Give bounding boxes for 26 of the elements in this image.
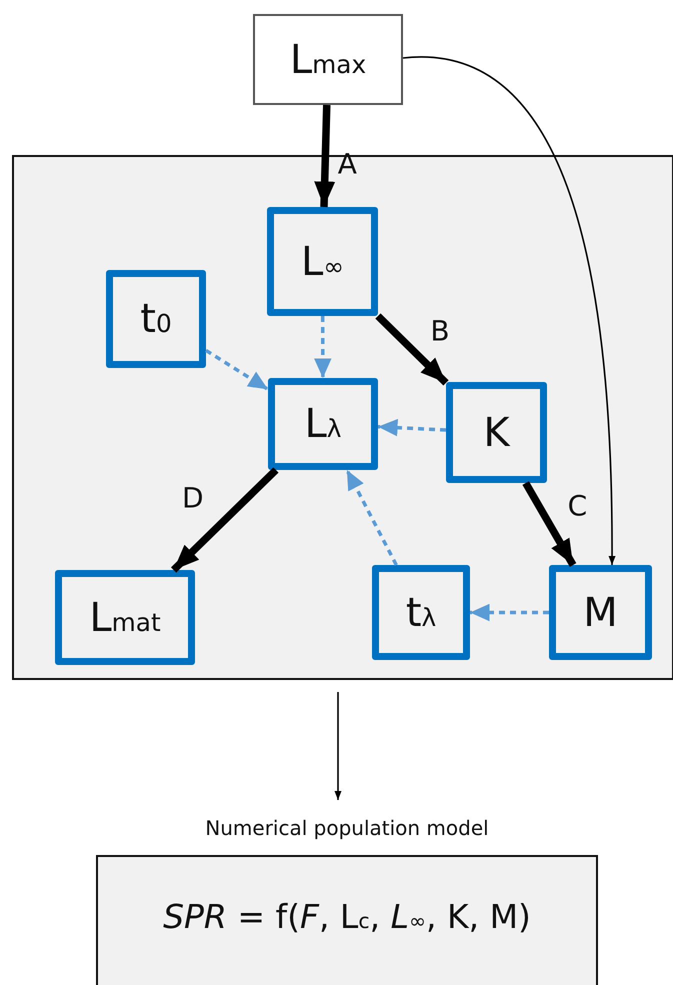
arrow <box>205 348 269 391</box>
parameter-box <box>55 570 195 665</box>
edge-label: D <box>182 482 204 514</box>
arrow <box>334 692 342 800</box>
parameter-box <box>372 565 470 660</box>
arrow <box>522 481 576 567</box>
arrow <box>170 467 279 573</box>
parameter-box <box>268 378 378 470</box>
parameter-box <box>267 207 378 316</box>
variable-label: K <box>483 410 510 456</box>
arrow <box>403 57 616 565</box>
edge-label: B <box>430 314 450 348</box>
arrow <box>470 604 549 622</box>
parameter-box <box>446 382 547 483</box>
model-panel <box>12 155 673 680</box>
arrow <box>314 316 332 378</box>
arrow <box>314 104 336 208</box>
model-heading: Numerical population model <box>205 816 489 840</box>
edge-label: C <box>568 490 588 522</box>
variable-label: M <box>583 590 618 636</box>
parameter-box <box>549 565 652 660</box>
arrow <box>345 469 398 566</box>
variable-box <box>253 14 403 105</box>
parameter-box <box>106 270 206 368</box>
arrow <box>378 418 446 436</box>
arrow <box>375 313 449 386</box>
